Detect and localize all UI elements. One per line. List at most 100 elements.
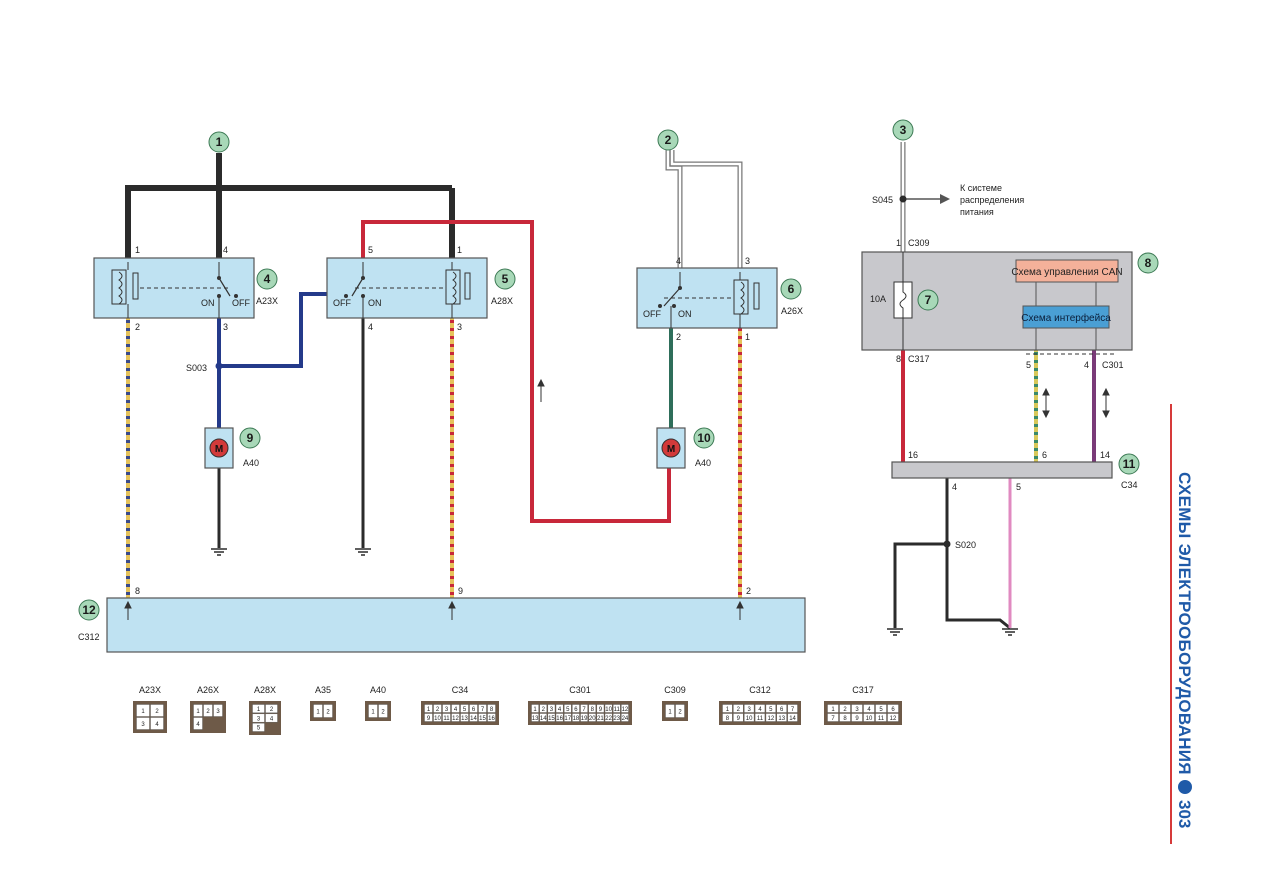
splice-s003-label: S003 (186, 363, 207, 373)
connector-view-label: A40 (370, 685, 386, 695)
connector-pin (765, 704, 776, 713)
connector-pin (252, 713, 265, 723)
connector-pin (150, 717, 164, 730)
connector-pin (851, 704, 863, 713)
splice-s020-label: S020 (955, 540, 976, 550)
connector-pin (313, 704, 323, 718)
motor-10 (656, 427, 686, 469)
c34-name: C34 (1121, 480, 1138, 490)
connector-pin (776, 704, 787, 713)
connector-pin (547, 704, 556, 713)
c312-pin-8: 8 (135, 586, 140, 596)
bidirectional-arrow-icon (1042, 387, 1110, 419)
connector-pin (596, 713, 605, 722)
connector-pin (754, 704, 766, 713)
connector-pin (265, 713, 278, 723)
connector-pin (469, 713, 478, 722)
c34-pin-16: 16 (908, 450, 918, 460)
callout-9: 9 (247, 431, 254, 445)
connector-pin-number: 4 (867, 707, 871, 713)
connector-pin-number: 7 (831, 716, 835, 722)
connector-pin (722, 704, 733, 713)
connector-pin-number: 6 (472, 707, 476, 713)
connector-pin (604, 704, 613, 713)
connector-pin (754, 713, 766, 722)
splice-s020 (943, 540, 951, 548)
connector-pin-number: 5 (769, 707, 773, 713)
motor-9-name: A40 (243, 458, 259, 468)
power-system-label-3: питания (960, 207, 994, 217)
bullet-icon (1178, 780, 1192, 794)
connector-pin-number: 10 (746, 716, 753, 722)
connector-pin (547, 713, 556, 722)
connector-pin (487, 713, 496, 722)
connector-pin-number: 1 (427, 707, 431, 713)
direction-arrow-icon (537, 378, 545, 402)
connector-pin-number: 10 (605, 707, 612, 713)
connector-pin (478, 704, 487, 713)
connector-pin-number: 5 (257, 726, 261, 732)
connector-pin-number: 6 (891, 707, 895, 713)
relay-a26x-on-label: ON (678, 309, 692, 319)
relay-a26x-name: A26X (781, 306, 803, 316)
connector-pin-number: 16 (488, 716, 495, 722)
connector-pin (851, 713, 863, 722)
connector-pin (469, 704, 478, 713)
connector-pin-number: 13 (461, 716, 468, 722)
connector-pin-number: 1 (831, 707, 835, 713)
connector-pin-number: 8 (490, 707, 494, 713)
connector-view-label: C34 (452, 685, 469, 695)
connector-pin (539, 704, 548, 713)
connector-pin (203, 704, 213, 717)
connector-pin-number: 1 (316, 709, 320, 715)
connector-pin-number: 12 (768, 716, 775, 722)
connector-pin-number: 2 (381, 709, 385, 715)
relay-a26x (636, 267, 778, 329)
wire-black-c34-4-b (945, 544, 1011, 630)
connector-pin (424, 704, 433, 713)
relay-a26x-off-label: OFF (643, 309, 661, 319)
callout-12: 12 (82, 603, 96, 617)
connector-pin (193, 704, 203, 717)
connector-pin-number: 2 (678, 709, 682, 715)
connector-pin (875, 713, 887, 722)
callout-8: 8 (1145, 256, 1152, 270)
connector-pin-number: 2 (326, 709, 330, 715)
connector-pin (604, 713, 613, 722)
connector-pin-number: 24 (622, 716, 629, 722)
connector-pin (733, 713, 744, 722)
connector-pin-number: 2 (436, 707, 440, 713)
connector-pin (776, 713, 787, 722)
connector-pin (863, 704, 875, 713)
connector-pin (252, 722, 265, 732)
wire-striped-c301-5 (1034, 350, 1038, 462)
connector-pin-number: 3 (141, 722, 145, 728)
wire-black-c34-4 (893, 478, 949, 628)
connector-pin-number: 2 (155, 709, 159, 715)
connector-pin (665, 704, 675, 718)
connector-pin-number: 7 (481, 707, 485, 713)
c301-pin4-label: 4 (1084, 360, 1089, 370)
power-system-label-2: распределения (960, 195, 1024, 205)
relay-a23x-pin-3: 3 (223, 322, 228, 332)
connector-pin-number: 8 (726, 716, 730, 722)
connector-pin-number: 7 (791, 707, 795, 713)
c309-pin-label: 1 (896, 238, 901, 248)
connector-pin-number: 14 (789, 716, 796, 722)
splice-s045-label: S045 (872, 195, 893, 205)
interface-block: Схема интерфейса (1021, 312, 1111, 324)
connector-pin (150, 704, 164, 717)
connector-view-label: A35 (315, 685, 331, 695)
connector-pin-number: 1 (141, 709, 145, 715)
connector-pin (323, 704, 333, 718)
relay-a26x-pin-2: 2 (676, 332, 681, 342)
connector-pin-number: 15 (548, 716, 555, 722)
connector-pin (136, 704, 150, 717)
connector-pin-number: 3 (747, 707, 751, 713)
c317-label: C317 (908, 354, 930, 364)
